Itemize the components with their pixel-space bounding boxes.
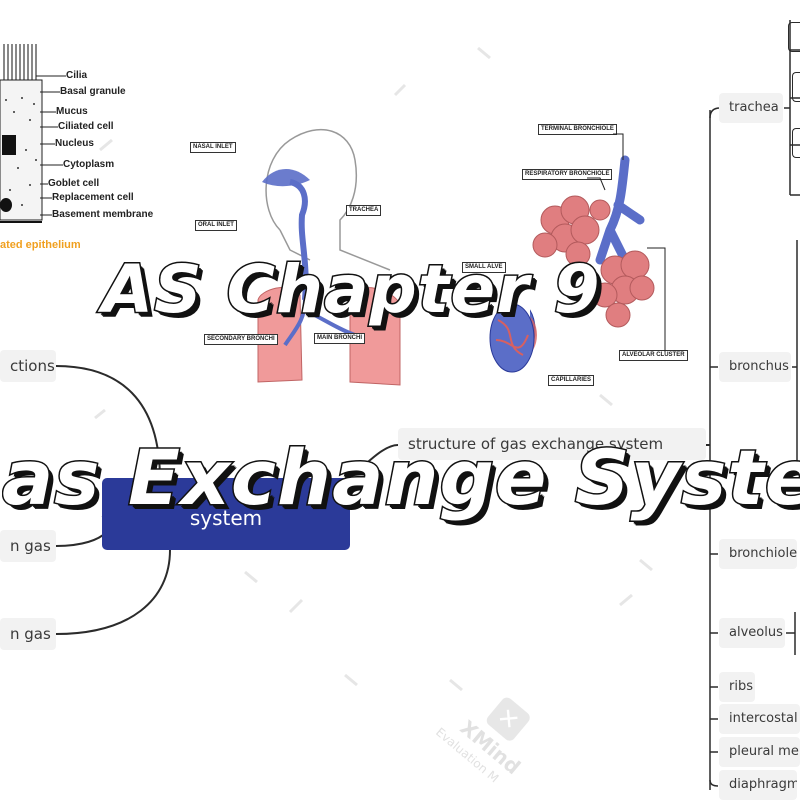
label-cytoplasm: Cytoplasm xyxy=(63,159,115,170)
subject-title: as Exchange Syster xyxy=(2,432,800,524)
label-capillaries: CAPILLARIES xyxy=(548,375,595,386)
epithelium-leader-lines xyxy=(36,75,66,216)
respiratory-tract-illustration xyxy=(257,129,401,386)
label-cilia: Cilia xyxy=(66,70,88,81)
label-replacement-cell: Replacement cell xyxy=(52,192,134,203)
right-node-diaphragm[interactable]: diaphragm xyxy=(719,770,797,800)
right-node-intercostal-muscles[interactable]: intercostal mu xyxy=(719,704,800,734)
label-basal-granule: Basal granule xyxy=(60,86,126,97)
left-node-gas-1[interactable]: n gas xyxy=(0,530,56,562)
right-edge-box[interactable] xyxy=(792,72,800,102)
right-node-pleural-membrane[interactable]: pleural mem xyxy=(719,737,800,767)
right-node-bronchiole[interactable]: bronchiole xyxy=(719,539,797,569)
alveoli-capillary-ball xyxy=(489,303,535,373)
epithelium-caption: ated epithelium xyxy=(0,239,81,251)
label-nasal-inlet: NASAL INLET xyxy=(190,142,236,153)
central-topic-label: system xyxy=(189,506,263,530)
right-edge-box[interactable] xyxy=(792,128,800,158)
central-topic-node[interactable]: system xyxy=(102,478,350,550)
label-respiratory-bronchiole: RESPIRATORY BRONCHIOLE xyxy=(522,169,613,180)
label-nucleus: Nucleus xyxy=(55,138,94,149)
alveoli-leader-lines xyxy=(587,133,666,352)
ciliated-epithelium-illustration xyxy=(0,44,43,223)
label-trachea: TRACHEA xyxy=(346,205,382,216)
label-oral-inlet: ORAL INLET xyxy=(195,220,237,231)
label-alveolar-cluster: ALVEOLAR CLUSTER xyxy=(619,350,688,361)
label-mucus: Mucus xyxy=(56,106,88,117)
label-basement-membrane: Basement membrane xyxy=(52,209,154,220)
structure-of-gas-exchange-node[interactable]: structure of gas exchange system xyxy=(398,428,706,460)
right-edge-box[interactable] xyxy=(788,22,800,52)
right-node-alveolus[interactable]: alveolus xyxy=(719,618,785,648)
left-node-gas-2[interactable]: n gas xyxy=(0,618,56,650)
label-main-bronchi: MAIN BRONCHI xyxy=(314,333,365,344)
right-node-bronchus[interactable]: bronchus xyxy=(719,352,791,382)
chapter-title: AS Chapter 9 xyxy=(101,250,602,330)
label-secondary-bronchi: SECONDARY BRONCHI xyxy=(204,334,278,345)
label-small-alveoli: SMALL ALVE xyxy=(462,262,506,273)
label-terminal-bronchiole: TERMINAL BRONCHIOLE xyxy=(538,124,617,135)
label-ciliated-cell: Ciliated cell xyxy=(58,121,114,132)
right-node-ribs[interactable]: ribs xyxy=(719,672,755,702)
right-node-trachea[interactable]: trachea xyxy=(719,93,783,123)
label-goblet-cell: Goblet cell xyxy=(48,178,100,189)
left-node-functions[interactable]: ctions xyxy=(0,350,56,382)
